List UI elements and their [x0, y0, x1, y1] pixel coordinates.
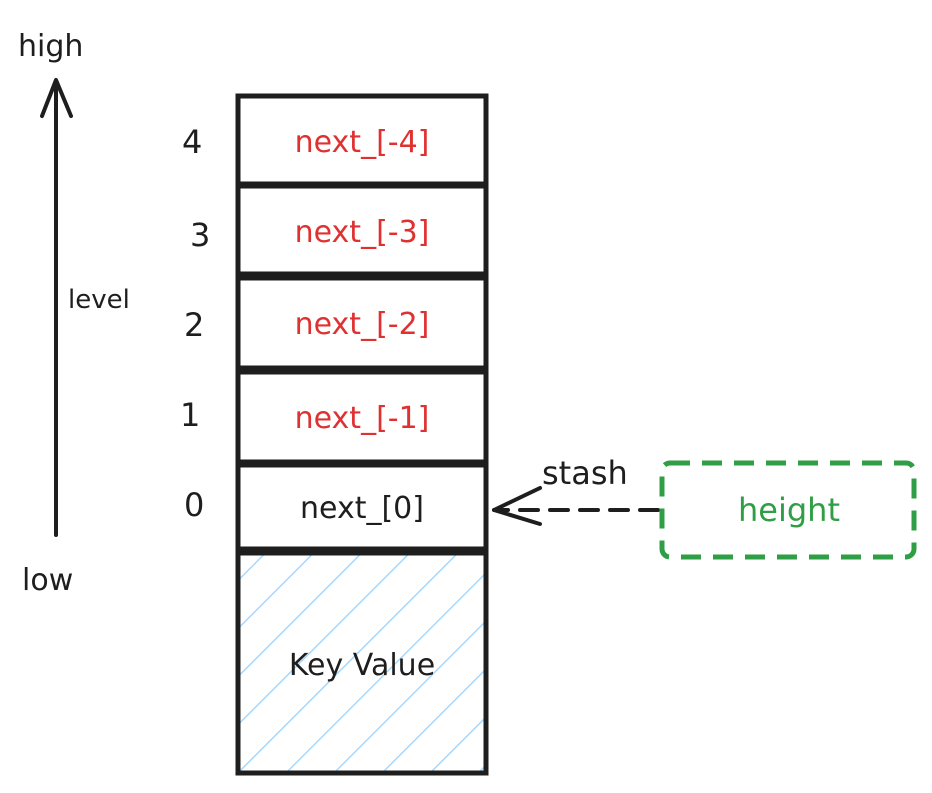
next-slot-3-label: next_[-3] — [295, 215, 430, 250]
axis-level-label: level — [68, 285, 130, 315]
key-value-block: Key Value — [235, 550, 489, 776]
axis-low-label: low — [22, 563, 73, 598]
height-block: height — [659, 460, 917, 560]
level-number-3: 3 — [190, 216, 210, 254]
level-axis: high low level — [18, 29, 130, 598]
height-box — [659, 460, 917, 560]
level-number-1: 1 — [180, 396, 200, 434]
key-value-box — [235, 550, 489, 776]
next-slot-3 — [235, 183, 489, 277]
height-label: height — [738, 491, 840, 529]
next-slot-0 — [235, 462, 489, 552]
stash-arrow: stash — [492, 454, 660, 526]
next-slot-2-label: next_[-2] — [295, 307, 430, 342]
stash-label: stash — [542, 454, 628, 492]
next-slot-2 — [235, 275, 489, 371]
next-pointer-stack: next_[-4] next_[-3] next_[-2] next_[-1] … — [235, 93, 489, 552]
next-slot-4-label: next_[-4] — [295, 125, 430, 160]
level-number-4: 4 — [182, 123, 202, 161]
axis-high-label: high — [18, 29, 83, 64]
level-number-2: 2 — [184, 306, 204, 344]
next-slot-1 — [235, 369, 489, 465]
stash-arrowhead — [492, 486, 542, 526]
level-axis-line — [53, 80, 59, 537]
key-value-label: Key Value — [289, 648, 435, 683]
next-slot-1-label: next_[-1] — [295, 401, 430, 436]
level-number-0: 0 — [184, 486, 204, 524]
level-numbers: 4 3 2 1 0 — [180, 123, 210, 524]
level-axis-arrowhead — [40, 78, 73, 118]
next-slot-0-label: next_[0] — [300, 491, 424, 526]
